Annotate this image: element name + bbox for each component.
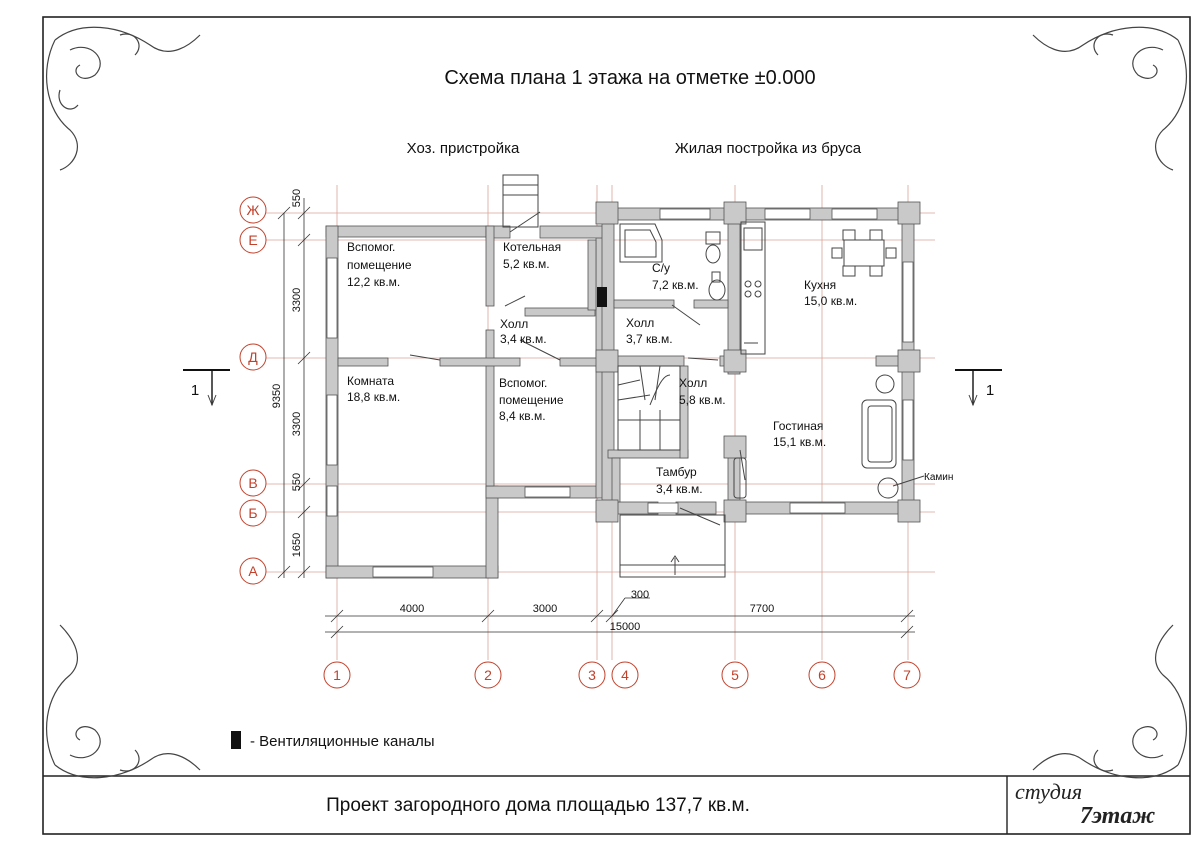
project-caption: Проект загородного дома площадью 137,7 к… — [326, 795, 750, 816]
section-label-outbuilding: Хоз. пристройка — [407, 140, 520, 157]
room-hall-3-4: Холл 3,4 кв.м. — [500, 317, 547, 346]
dim-3300-upper: 3300 — [291, 288, 303, 312]
room-aux-8-4: Вспомог. помещение 8,4 кв.м. — [499, 376, 567, 423]
axis-label-d: Д — [248, 349, 258, 365]
corner-ornament-top-left — [45, 26, 201, 171]
room-living: Гостиная 15,1 кв.м. — [773, 419, 827, 449]
room-labels: Вспомог. помещение 12,2 кв.м. Котельная … — [347, 240, 953, 496]
horizontal-dimension-chain: 4000 3000 300 7700 15000 — [325, 589, 915, 639]
axis-label-7: 7 — [903, 667, 911, 683]
dim-550-bottom: 550 — [291, 473, 303, 491]
room-bedroom: Комната 18,8 кв.м. — [347, 374, 400, 404]
dim-1650: 1650 — [291, 533, 303, 557]
dim-3000: 3000 — [533, 603, 557, 615]
studio-logo: студия 7этаж — [1015, 779, 1155, 829]
row-axis-markers: Ж Е Д В Б А — [239, 196, 267, 585]
section-mark-right: 1 — [955, 369, 1002, 407]
dim-7700: 7700 — [750, 603, 774, 615]
dim-3300-lower: 3300 — [291, 412, 303, 436]
axis-label-a: А — [248, 563, 258, 579]
dim-4000: 4000 — [400, 603, 424, 615]
axis-label-5: 5 — [731, 667, 739, 683]
ventilation-legend-swatch — [231, 731, 241, 749]
axis-label-4: 4 — [621, 667, 629, 683]
room-hall-5-8: Холл 5,8 кв.м. — [679, 376, 726, 407]
dim-300: 300 — [631, 589, 649, 601]
kitchen-counter — [740, 221, 766, 355]
room-kitchen: Кухня 15,0 кв.м. — [804, 278, 857, 308]
living-room-furniture — [733, 374, 925, 499]
axis-label-zh: Ж — [247, 202, 260, 218]
corner-ornament-bottom-right — [1032, 624, 1188, 779]
room-hall-3-7: Холл 3,7 кв.м. — [626, 316, 673, 346]
section-mark-left: 1 — [183, 369, 230, 407]
axis-label-v: В — [248, 475, 257, 491]
door-swings — [409, 211, 746, 526]
section-mark-label-right: 1 — [986, 382, 994, 399]
legend: - Вентиляционные каналы — [231, 731, 434, 750]
bathroom-fixtures — [619, 223, 726, 301]
staircase — [617, 365, 681, 451]
dim-550-top: 550 — [291, 189, 303, 207]
column-axis-markers: 1 2 3 4 5 6 7 — [323, 661, 921, 689]
axis-label-3: 3 — [588, 667, 596, 683]
section-label-timber-house: Жилая постройка из бруса — [675, 140, 862, 157]
dining-table — [831, 229, 897, 277]
fireplace-label: Камин — [924, 472, 953, 483]
plan-title: Схема плана 1 этажа на отметке ±0.000 — [444, 67, 815, 89]
dim-15000-total: 15000 — [610, 621, 641, 633]
sheet-border — [42, 16, 1191, 835]
corner-ornament-bottom-left — [45, 624, 201, 779]
ventilation-channel — [597, 287, 607, 307]
room-vestibule: Тамбур 3,4 кв.м. — [656, 465, 703, 496]
vertical-dimension-chain: 550 3300 3300 550 1650 9350 — [271, 189, 311, 579]
axis-label-6: 6 — [818, 667, 826, 683]
room-bathroom: С/у 7,2 кв.м. — [652, 261, 699, 292]
section-mark-label-left: 1 — [191, 382, 199, 399]
axis-label-2: 2 — [484, 667, 492, 683]
room-boiler: Котельная 5,2 кв.м. — [503, 240, 564, 271]
axis-label-e: Е — [248, 232, 257, 248]
dim-9350-total: 9350 — [271, 384, 283, 408]
exterior-steps — [502, 174, 726, 578]
logo-line-1: студия — [1015, 779, 1082, 804]
axis-label-b: Б — [248, 505, 257, 521]
logo-line-2: 7этаж — [1080, 803, 1155, 829]
corner-ornament-top-right — [1032, 26, 1188, 171]
legend-text: - Вентиляционные каналы — [250, 733, 434, 750]
room-aux-12-2: Вспомог. помещение 12,2 кв.м. — [347, 240, 415, 289]
axis-label-1: 1 — [333, 667, 341, 683]
windows — [326, 208, 914, 578]
